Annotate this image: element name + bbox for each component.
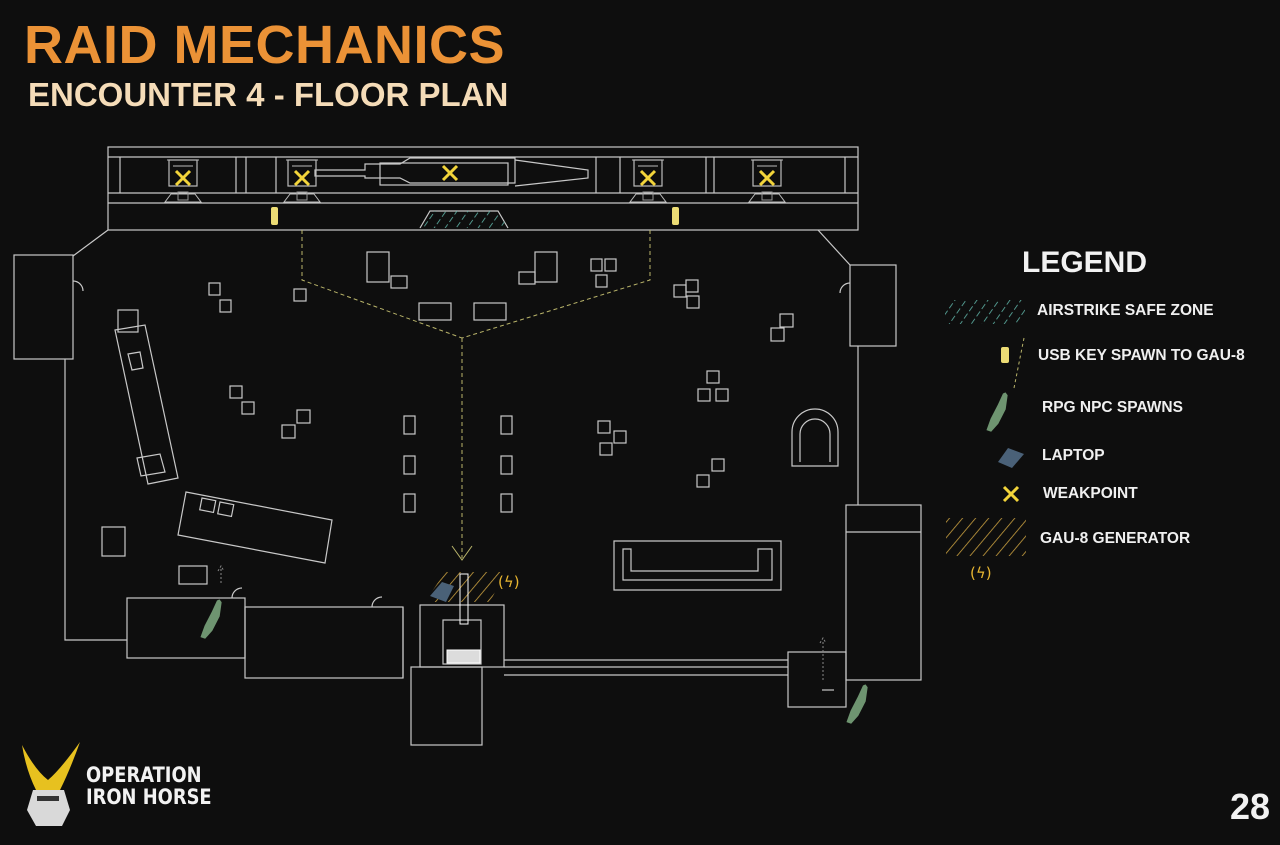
usb-key-icon <box>271 207 278 225</box>
svg-text:(ϟ): (ϟ) <box>498 573 520 591</box>
hatch-gold-icon <box>946 518 1026 556</box>
brand-name: OPERATION IRON HORSE <box>86 764 212 808</box>
legend-item-laptop: LAPTOP <box>1042 447 1105 464</box>
usb-key-icon <box>1001 347 1009 363</box>
svg-text:(ϟ): (ϟ) <box>970 564 992 582</box>
rpg-icon <box>986 390 1012 434</box>
page-number: 28 <box>1229 786 1270 827</box>
brand-line-2: IRON HORSE <box>86 785 212 809</box>
weakpoint-icon <box>1002 485 1020 503</box>
airstrike-safe-zone <box>420 211 508 228</box>
rpg-icon <box>846 682 872 726</box>
laptop-icon <box>430 582 454 602</box>
legend-item-rpg: RPG NPC SPAWNS <box>1042 399 1183 416</box>
legend-title: LEGEND <box>1022 246 1148 279</box>
legend-item-weakpoint: WEAKPOINT <box>1043 485 1138 502</box>
legend-item-generator: GAU-8 GENERATOR <box>1040 530 1191 547</box>
weakpoint-icons <box>164 159 786 203</box>
rpg-icon <box>200 597 226 641</box>
page-title: RAID MECHANICS <box>24 15 506 75</box>
usb-key-icon <box>672 207 679 225</box>
hatch-teal-icon <box>945 300 1025 324</box>
operation-iron-horse-logo <box>22 742 80 826</box>
page-subtitle: ENCOUNTER 4 - FLOOR PLAN <box>28 76 509 113</box>
laptop-icon <box>998 448 1024 468</box>
legend-item-usb: USB KEY SPAWN TO GAU-8 <box>1038 347 1245 364</box>
legend-item-airstrike: AIRSTRIKE SAFE ZONE <box>1037 302 1214 319</box>
brand-line-1: OPERATION <box>86 763 202 787</box>
